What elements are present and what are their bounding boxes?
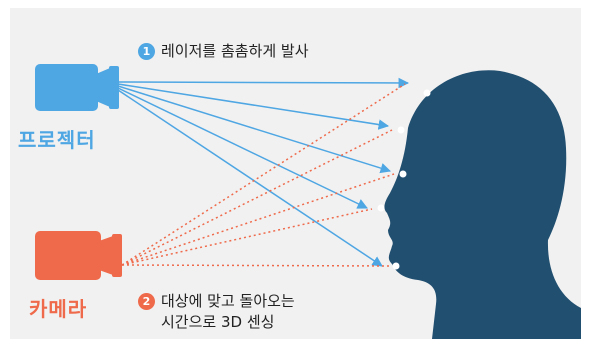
step-2-caption: 2 대상에 맞고 돌아오는 시간으로 3D 센싱 [138,291,295,333]
step-2-line-1: 대상에 맞고 돌아오는 [161,292,295,310]
step-1-text: 레이저를 촘촘하게 발사 [161,42,309,60]
laser-beam [117,87,368,209]
face-dot [392,262,400,270]
face-dot [377,204,385,212]
return-beam [121,208,373,266]
diagram-frame: 프로젝터 카메라 1 레이저를 촘촘하게 발사 2 대상에 맞고 돌아오는 시간… [10,8,581,339]
step-1-badge: 1 [138,43,155,60]
video-camera-icon [35,231,122,280]
camera-label: 카메라 [29,297,88,321]
laser-beam [117,77,410,89]
video-camera-icon [35,64,119,111]
face-dot [423,89,431,97]
face-dot [397,126,405,134]
return-beam [121,83,406,266]
step-2-line-2: 시간으로 3D 센싱 [161,313,275,331]
diagram-canvas [35,64,581,339]
laser-beam [117,83,390,130]
laser-beam [117,89,383,267]
face-dot [399,170,407,178]
return-beam [121,129,393,266]
laser-beam [117,85,392,174]
projector-label: 프로젝터 [18,128,96,152]
return-beam [121,173,395,266]
step-2-badge: 2 [138,293,155,310]
return-beam [121,264,391,267]
head-silhouette [384,70,581,339]
step-1-caption: 1 레이저를 촘촘하게 발사 [138,41,309,62]
